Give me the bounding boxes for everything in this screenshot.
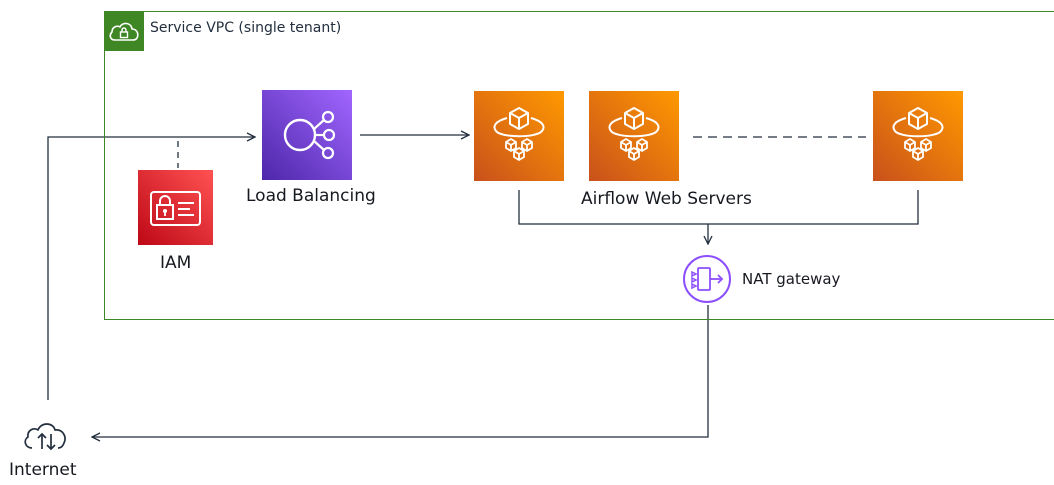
internet-cloud-icon: [24, 423, 66, 451]
internet-node[interactable]: [19, 415, 75, 455]
webservers-bracket: [518, 190, 919, 225]
web-servers-label: Airflow Web Servers: [581, 189, 752, 209]
nat-to-internet-connector: [92, 305, 709, 437]
iam-label: IAM: [160, 253, 192, 273]
web-server-node-2[interactable]: [589, 91, 679, 181]
nat-gateway-label: NAT gateway: [742, 270, 841, 288]
iam-node[interactable]: [138, 170, 213, 245]
vpc-badge: [104, 11, 144, 51]
web-server-node-1[interactable]: [474, 91, 564, 181]
vpc-boundary: [104, 11, 1054, 320]
nat-gateway-icon: [683, 255, 731, 303]
internet-to-lb-connector: [47, 137, 255, 400]
iam-identity-card-icon: [150, 191, 201, 226]
elastic-load-balancing-icon: [283, 110, 336, 160]
fargate-container-icon: [892, 107, 944, 161]
internet-label: Internet: [9, 460, 77, 480]
vpc-lock-cloud-icon: [109, 22, 139, 41]
fargate-container-icon: [493, 107, 545, 161]
web-server-node-3[interactable]: [873, 91, 963, 181]
load-balancer-node[interactable]: [262, 90, 352, 180]
nat-gateway-node[interactable]: [681, 253, 733, 305]
fargate-container-icon: [608, 107, 660, 161]
vpc-label: Service VPC (single tenant): [150, 20, 342, 36]
load-balancer-label: Load Balancing: [246, 186, 376, 206]
